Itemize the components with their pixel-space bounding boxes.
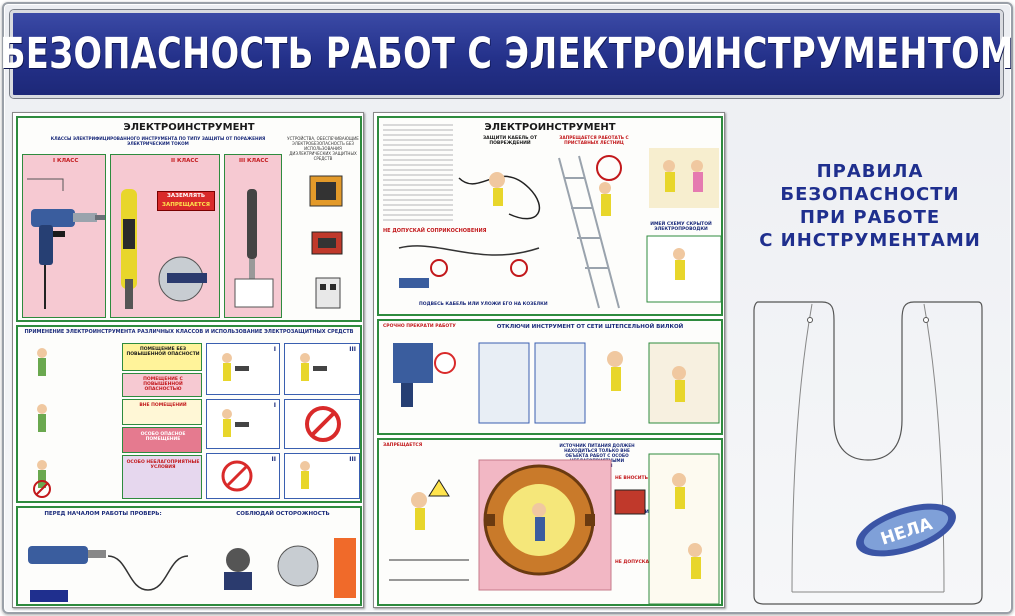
unplug-illustration — [393, 342, 720, 424]
low-voltage-tool-illustration — [234, 189, 274, 308]
cable-illustration — [398, 148, 721, 309]
classes-title: КЛАССЫ ЭЛЕКТРИФИЦИРОВАННОГО ИНСТРУМЕНТА … — [50, 136, 266, 146]
grid-cell-2: III — [284, 343, 360, 395]
room-normal-cell: ПОМЕЩЕНИЕ БЕЗ ПОВЫШЕННОЙ ОПАСНОСТИ — [122, 343, 202, 371]
drill-illustration — [27, 178, 105, 309]
no-entry-label: НЕ ВНОСИТЬ — [615, 476, 648, 481]
worker-drill-icon — [222, 409, 249, 437]
grid-mark-2: III — [349, 346, 356, 353]
ground-label: ЗАЗЕМЛЯТЬ — [166, 193, 206, 199]
room-increased-cell: ПОМЕЩЕНИЕ С ПОВЫШЕННОЙ ОПАСНОСТЬЮ — [122, 373, 202, 397]
stand-title: БЕЗОПАСНОСТЬ РАБОТ С ЭЛЕКТРОИНСТРУМЕНТОМ — [0, 29, 1014, 79]
grinder-illustration — [121, 189, 207, 309]
outside-label: ВНЕ ПОМЕЩЕНИЙ — [139, 403, 187, 408]
class-3-panel: III КЛАСС — [224, 154, 282, 318]
unplug-title: ОТКЛЮЧИ ИНСТРУМЕНТ ОТ СЕТИ ШТЕПСЕЛЬНОЙ В… — [496, 324, 684, 330]
protection-devices-text: УСТРОЙСТВА, ОБЕСПЕЧИВАЮЩИЕ ЭЛЕКТРОБЕЗОПА… — [287, 136, 359, 161]
protection-devices-column — [286, 168, 360, 318]
no-allow-label: НЕ ДОПУСКАТЬ — [615, 560, 656, 565]
prohibition-icon — [305, 406, 341, 442]
classes-section: ЭЛЕКТРОИНСТРУМЕНТ КЛАССЫ ЭЛЕКТРИФИЦИРОВА… — [16, 116, 362, 322]
grid-mark-3: I — [273, 402, 276, 409]
prohibition-icon — [221, 460, 253, 492]
ground-warning-sign: ЗАЗЕМЛЯТЬ ЗАПРЕЩАЕТСЯ — [157, 191, 215, 211]
nela-logo: НЕЛА — [856, 503, 956, 557]
class-1-label: I КЛАСС — [53, 158, 79, 164]
drill-check-illustration — [28, 538, 356, 602]
class-1-panel: I КЛАСС — [22, 154, 106, 318]
room-special-cell: ОСОБО НЕБЛАГОПРИЯТНЫЕ УСЛОВИЯ — [122, 455, 202, 499]
class-2-panel: II КЛАСС ЗАЗЕМЛЯТЬ ЗАПРЕЩАЕТСЯ — [110, 154, 220, 318]
brochure-pocket — [753, 301, 983, 605]
room-dangerous-label: ОСОБО ОПАСНОЕ ПОМЕЩЕНИЕ — [140, 432, 186, 442]
worker-drill-icon — [300, 353, 327, 381]
class-2-label: II КЛАСС — [171, 158, 199, 164]
transformer-icon — [309, 175, 343, 309]
worker-figures-column — [33, 348, 51, 498]
class-3-label: III КЛАСС — [239, 158, 269, 164]
grid-cell-5: II — [206, 453, 280, 499]
grid-cell-6: III — [284, 453, 360, 499]
poster-left-header: ЭЛЕКТРОИНСТРУМЕНТ — [123, 122, 255, 133]
worker-drill-icon — [300, 461, 310, 489]
room-special-label: ОСОБО НЕБЛАГОПРИЯТНЫЕ УСЛОВИЯ — [126, 460, 200, 470]
special-conditions-section: ЗАПРЕЩАЕТСЯ ИСТОЧНИК ПИТАНИЯ ДОЛЖЕН НАХО… — [377, 438, 723, 606]
tank-illustration — [389, 453, 720, 604]
no-ladder-label: ЗАПРЕЩАЕТСЯ РАБОТАТЬ С ПРИСТАВНЫХ ЛЕСТНИ… — [559, 136, 629, 146]
application-title: ПРИМЕНЕНИЕ ЭЛЕКТРОИНСТРУМЕНТА РАЗЛИЧНЫХ … — [24, 329, 354, 335]
poster-right: ЭЛЕКТРОИНСТРУМЕНТ ЗАЩИТИ КАБЕЛЬ ОТ ПОВРЕ… — [373, 112, 725, 608]
grid-cell-4 — [284, 399, 360, 449]
grid-mark-5: II — [271, 456, 276, 463]
caution-title: СОБЛЮДАЙ ОСТОРОЖНОСТЬ — [236, 511, 330, 517]
before-work-title: ПЕРЕД НАЧАЛОМ РАБОТЫ ПРОВЕРЬ: — [44, 511, 162, 517]
rules-line-4: С ИНСТРУМЕНТАМИ — [759, 230, 981, 251]
protect-cable-label: ЗАЩИТИ КАБЕЛЬ ОТ ПОВРЕЖДЕНИЙ — [482, 136, 538, 146]
room-dangerous-cell: ОСОБО ОПАСНОЕ ПОМЕЩЕНИЕ — [122, 427, 202, 453]
worker-drill-icon — [222, 353, 249, 381]
no-contact-label: НЕ ДОПУСКАЙ СОПРИКОСНОВЕНИЯ — [383, 228, 487, 234]
rules-line-1: ПРАВИЛА — [816, 161, 924, 182]
ground-forbidden: ЗАПРЕЩАЕТСЯ — [162, 202, 210, 208]
outside-cell: ВНЕ ПОМЕЩЕНИЙ — [122, 399, 202, 425]
grid-cell-3: I — [206, 399, 280, 449]
grid-mark-1: I — [273, 346, 276, 353]
title-banner: БЕЗОПАСНОСТЬ РАБОТ С ЭЛЕКТРОИНСТРУМЕНТОМ — [0, 10, 1013, 98]
grid-cell-1: I — [206, 343, 280, 395]
poster-right-header: ЭЛЕКТРОИНСТРУМЕНТ — [484, 122, 616, 133]
hang-cable-label: ПОДВЕСЬ КАБЕЛЬ ИЛИ УЛОЖИ ЕГО НА КОЗЕЛКИ — [419, 302, 548, 307]
room-normal-label: ПОМЕЩЕНИЕ БЕЗ ПОВЫШЕННОЙ ОПАСНОСТИ — [126, 347, 200, 357]
cable-section: ЭЛЕКТРОИНСТРУМЕНТ ЗАЩИТИ КАБЕЛЬ ОТ ПОВРЕ… — [377, 116, 723, 316]
rules-line-2: БЕЗОПАСНОСТИ — [780, 184, 960, 205]
application-section: ПРИМЕНЕНИЕ ЭЛЕКТРОИНСТРУМЕНТА РАЗЛИЧНЫХ … — [16, 325, 362, 503]
room-increased-label: ПОМЕЩЕНИЕ С ПОВЫШЕННОЙ ОПАСНОСТЬЮ — [143, 377, 183, 392]
poster-left: ЭЛЕКТРОИНСТРУМЕНТ КЛАССЫ ЭЛЕКТРИФИЦИРОВА… — [12, 112, 364, 608]
unplug-section: СРОЧНО ПРЕКРАТИ РАБОТУ ОТКЛЮЧИ ИНСТРУМЕН… — [377, 319, 723, 435]
grid-mark-6: III — [349, 456, 356, 463]
rules-heading: ПРАВИЛА БЕЗОПАСНОСТИ ПРИ РАБОТЕ С ИНСТРУ… — [745, 160, 995, 252]
rules-line-3: ПРИ РАБОТЕ — [799, 207, 941, 228]
stop-work-label: СРОЧНО ПРЕКРАТИ РАБОТУ — [383, 324, 456, 329]
forbidden-label: ЗАПРЕЩАЕТСЯ — [383, 443, 423, 448]
intro-text-block — [383, 124, 453, 224]
hide-wiring-label: ИМЕЙ СХЕМУ СКРЫТОЙ ЭЛЕКТРОПРОВОДКИ — [650, 222, 712, 232]
checks-section: ПЕРЕД НАЧАЛОМ РАБОТЫ ПРОВЕРЬ: СОБЛЮДАЙ О… — [16, 506, 362, 606]
